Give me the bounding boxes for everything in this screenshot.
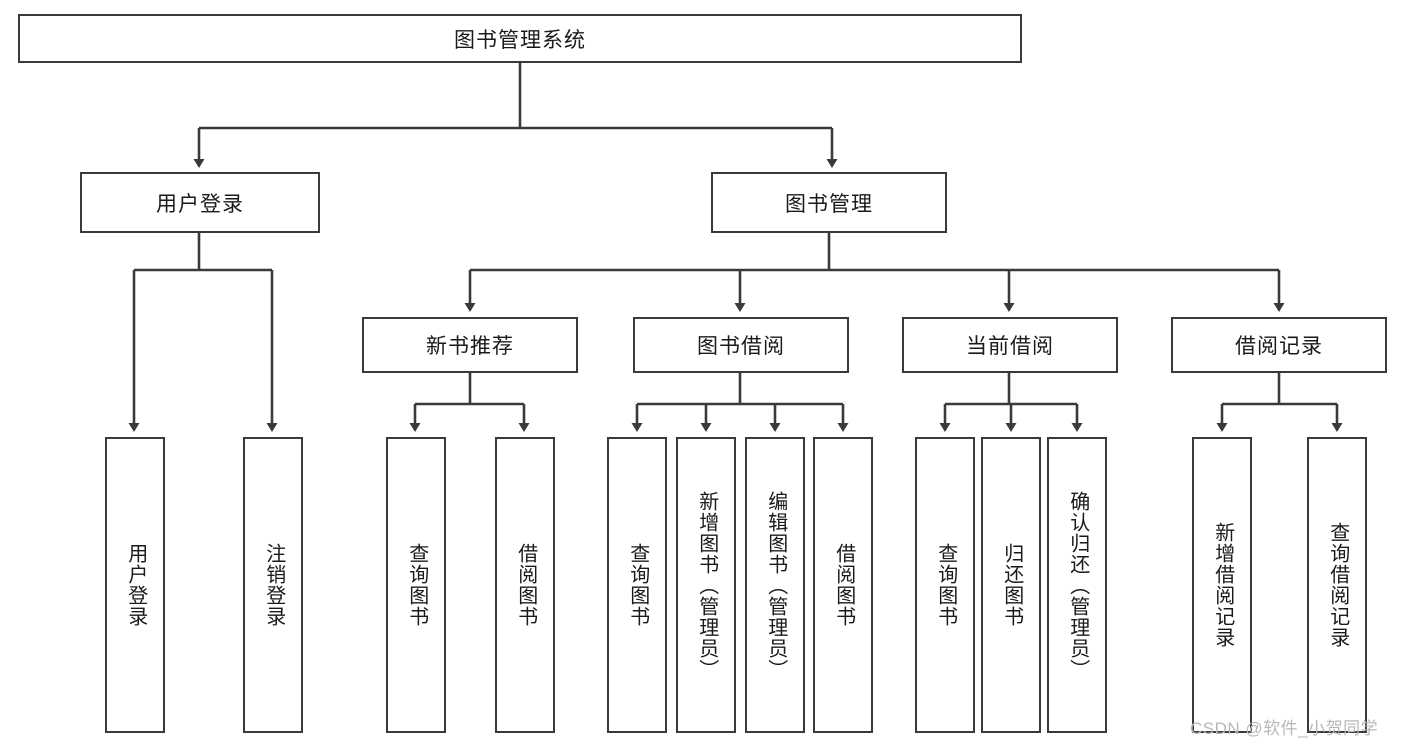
leaf-borrow-record-add[interactable]: 新增借阅记录 (1192, 437, 1252, 733)
node-book-borrow[interactable]: 图书借阅 (633, 317, 849, 373)
node-root-system-label: 图书管理系统 (454, 28, 586, 52)
leaf-book-borrow-add[interactable]: 新增图书（管理员） (676, 437, 736, 733)
leaf-borrow-record-add-label: 新增借阅记录 (1211, 522, 1234, 648)
leaf-current-borrow-return-label: 归还图书 (1000, 543, 1023, 627)
node-borrow-record[interactable]: 借阅记录 (1171, 317, 1387, 373)
csdn-watermark: CSDN @软件_小贺同学 (1190, 719, 1379, 738)
node-book-management-label: 图书管理 (785, 192, 873, 216)
node-user-login-label: 用户登录 (156, 192, 244, 216)
leaf-user-login-logout-label: 注销登录 (262, 543, 285, 627)
leaf-current-borrow-return[interactable]: 归还图书 (981, 437, 1041, 733)
leaf-new-book-query-label: 查询图书 (405, 543, 428, 627)
leaf-current-borrow-query[interactable]: 查询图书 (915, 437, 975, 733)
leaf-current-borrow-query-label: 查询图书 (934, 543, 957, 627)
node-user-login[interactable]: 用户登录 (80, 172, 320, 233)
leaf-user-login-login[interactable]: 用户登录 (105, 437, 165, 733)
leaf-user-login-logout[interactable]: 注销登录 (243, 437, 303, 733)
leaf-book-borrow-query[interactable]: 查询图书 (607, 437, 667, 733)
node-current-borrow[interactable]: 当前借阅 (902, 317, 1118, 373)
node-book-management[interactable]: 图书管理 (711, 172, 947, 233)
node-root-system[interactable]: 图书管理系统 (18, 14, 1022, 63)
leaf-book-borrow-add-label: 新增图书（管理员） (695, 490, 718, 680)
node-current-borrow-label: 当前借阅 (966, 335, 1054, 358)
leaf-borrow-record-query[interactable]: 查询借阅记录 (1307, 437, 1367, 733)
leaf-new-book-borrow[interactable]: 借阅图书 (495, 437, 555, 733)
leaf-book-borrow-borrow-label: 借阅图书 (832, 543, 855, 627)
leaf-user-login-login-label: 用户登录 (124, 543, 147, 627)
leaf-new-book-query[interactable]: 查询图书 (386, 437, 446, 733)
node-new-book-recommend[interactable]: 新书推荐 (362, 317, 578, 373)
leaf-book-borrow-edit[interactable]: 编辑图书（管理员） (745, 437, 805, 733)
leaf-book-borrow-edit-label: 编辑图书（管理员） (764, 490, 787, 680)
leaf-book-borrow-borrow[interactable]: 借阅图书 (813, 437, 873, 733)
node-new-book-recommend-label: 新书推荐 (426, 335, 514, 358)
leaf-book-borrow-query-label: 查询图书 (626, 543, 649, 627)
node-borrow-record-label: 借阅记录 (1235, 335, 1323, 358)
leaf-current-borrow-confirm-return-label: 确认归还（管理员） (1066, 490, 1089, 680)
leaf-current-borrow-confirm-return[interactable]: 确认归还（管理员） (1047, 437, 1107, 733)
node-book-borrow-label: 图书借阅 (697, 335, 785, 358)
leaf-borrow-record-query-label: 查询借阅记录 (1326, 522, 1349, 648)
leaf-new-book-borrow-label: 借阅图书 (514, 543, 537, 627)
